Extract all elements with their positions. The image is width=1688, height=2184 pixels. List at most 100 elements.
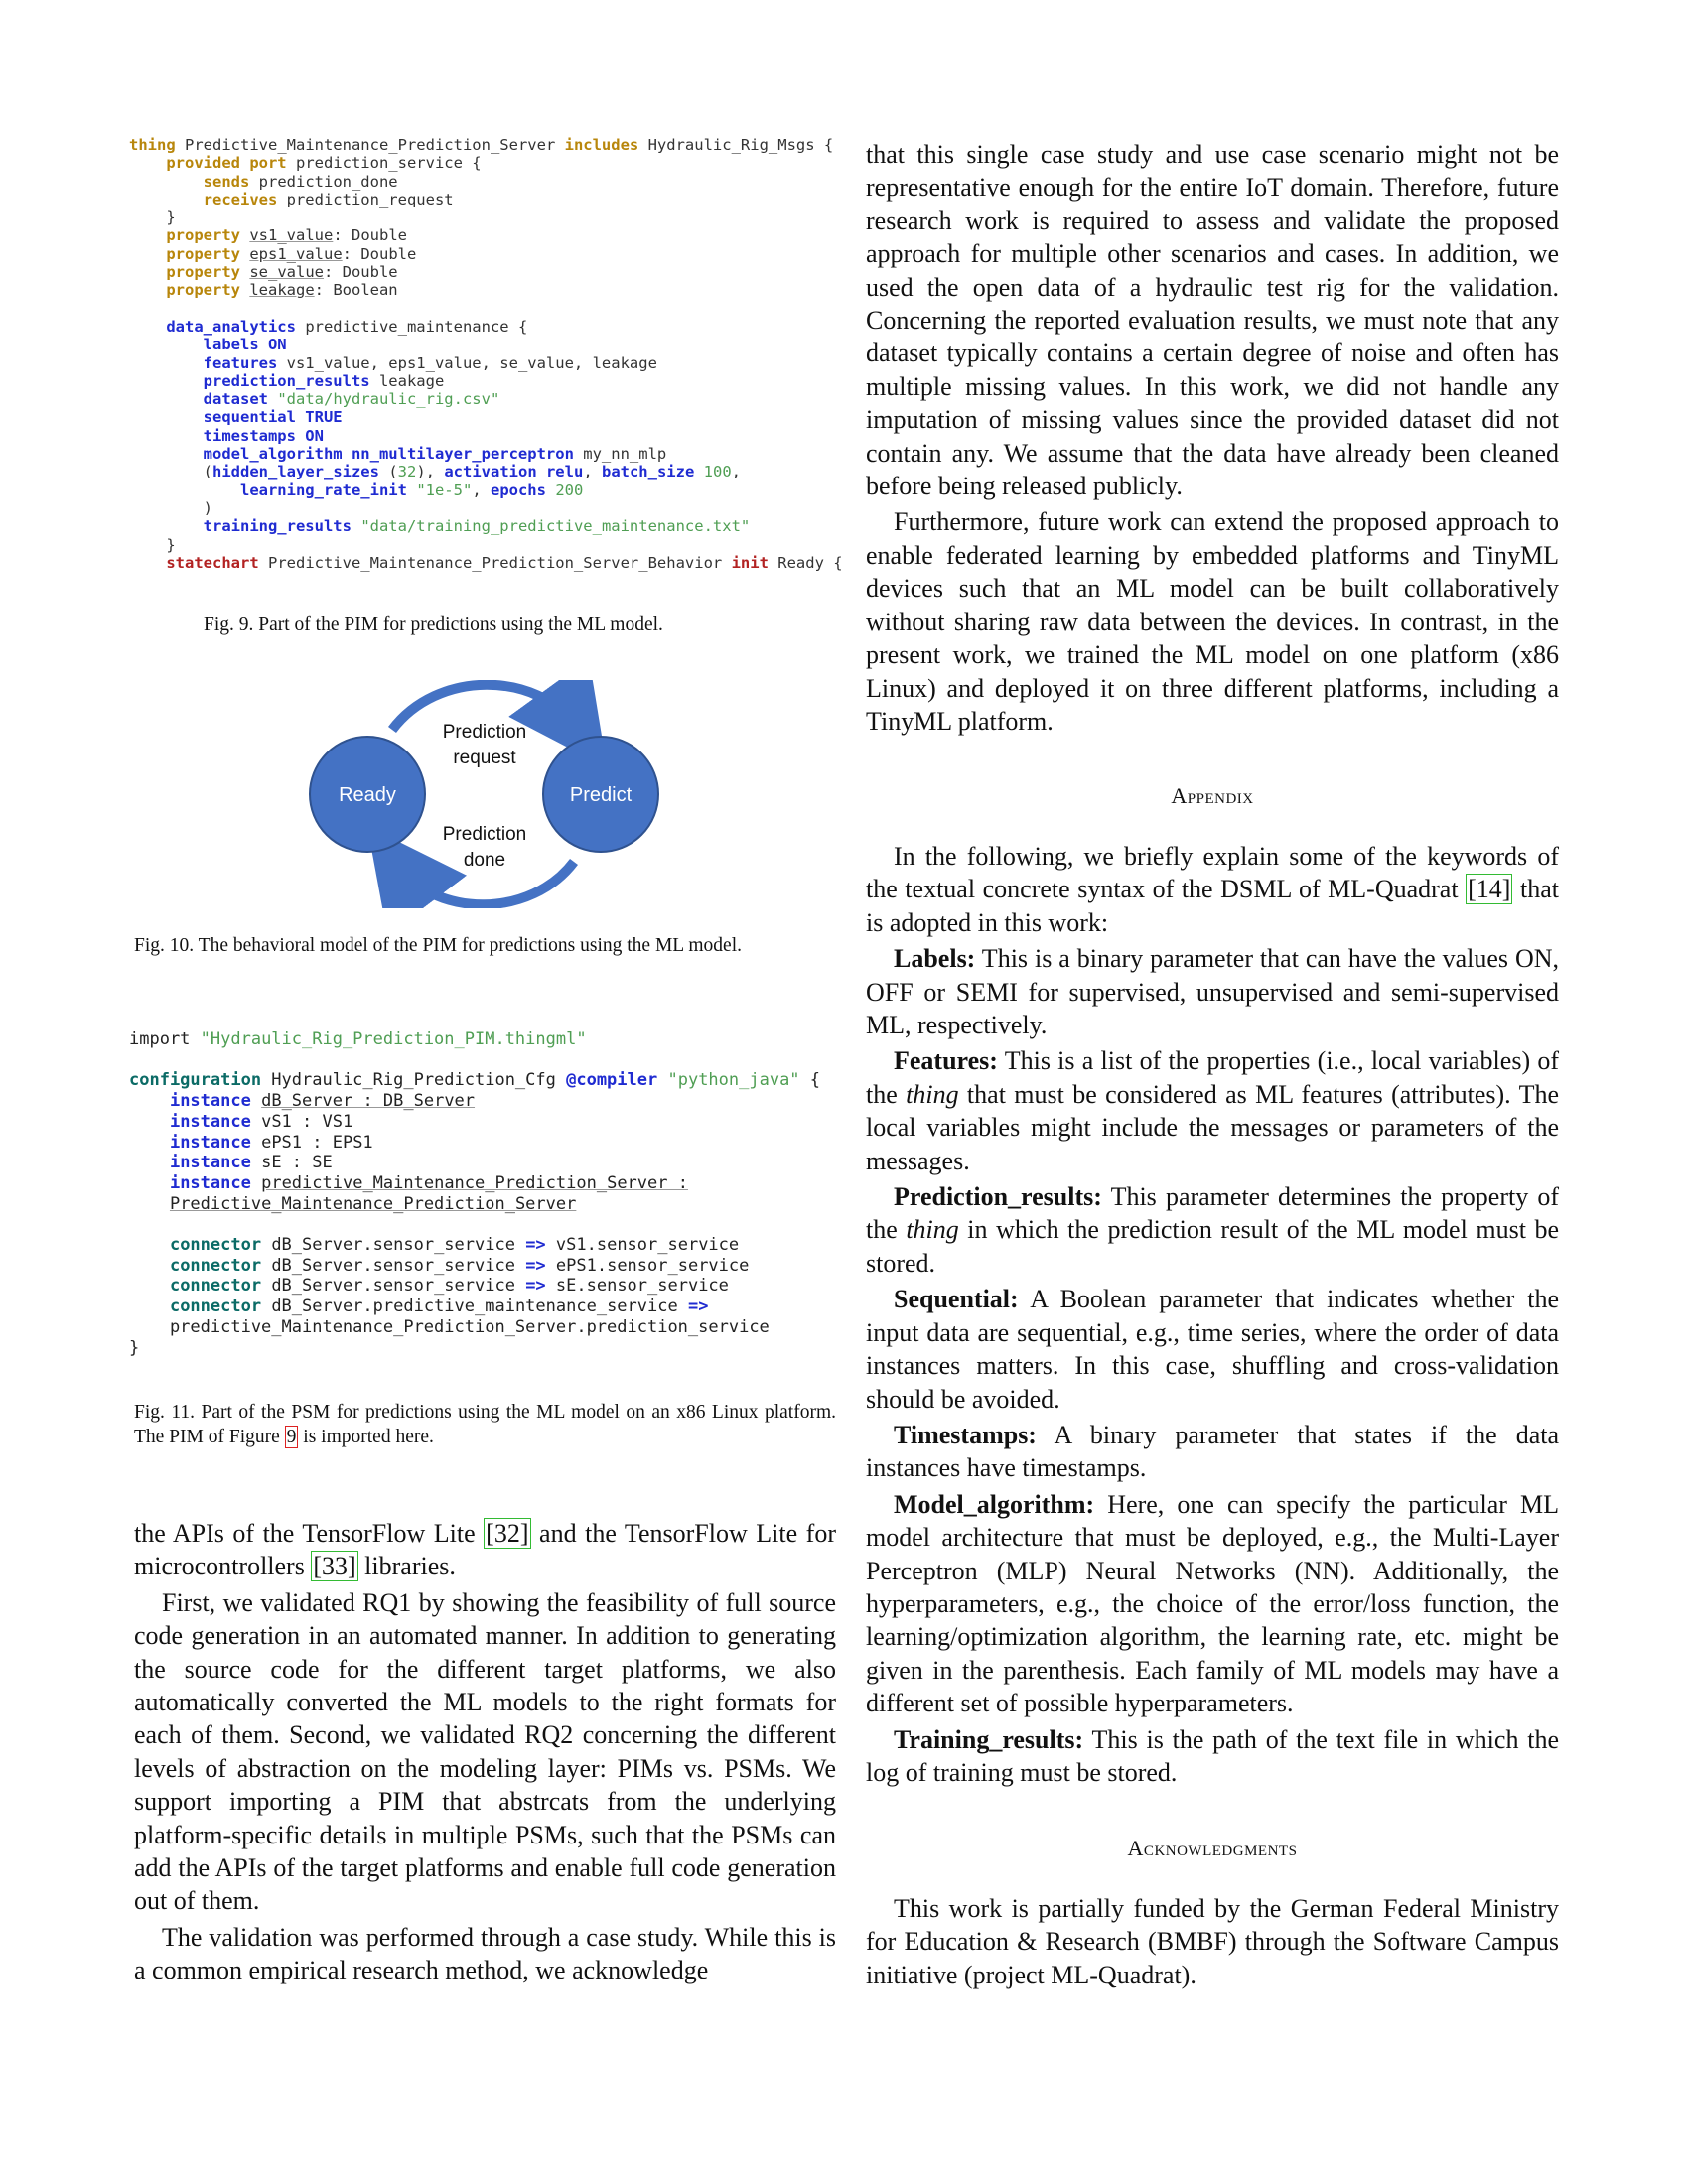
prediction-request-arrow (388, 680, 608, 768)
code-token: prediction_done (249, 172, 398, 191)
code-token: predictive_Maintenance_Prediction_Server… (261, 1172, 688, 1193)
code-token: "Hydraulic_Rig_Prediction_PIM.thingml" (200, 1029, 587, 1049)
fig11-code-line: connector dB_Server.sensor_service => vS… (129, 1235, 739, 1255)
code-token: dB_Server : DB_Server (261, 1091, 476, 1112)
definition-term: Sequential: (894, 1285, 1019, 1314)
citation-link-32[interactable]: [32] (484, 1518, 531, 1549)
fig10-state-diagram: Ready Predict Prediction request Predict… (309, 680, 659, 908)
definition-sequential: Sequential: A Boolean parameter that ind… (866, 1283, 1559, 1416)
fig11-code-line: Predictive_Maintenance_Prediction_Server (129, 1194, 576, 1214)
fig9-code-line: learning_rate_init "1e-5", epochs 200 (129, 481, 583, 499)
code-token: dB_Server.sensor_service (261, 1276, 526, 1297)
right-body-text-top: that this single case study and use case… (866, 138, 1559, 738)
code-token: ePS1.sensor_service (545, 1255, 750, 1276)
fig9-code-line: dataset "data/hydraulic_rig.csv" (129, 390, 500, 409)
code-token: features (203, 353, 278, 372)
code-token: } (129, 208, 176, 227)
fig11-caption-text-end: is imported here. (298, 1427, 434, 1447)
appendix-heading-text: Appendix (1171, 783, 1254, 808)
code-token: includes (564, 136, 639, 154)
code-token: : Double (323, 263, 398, 282)
code-token: Ready { (768, 553, 843, 572)
code-token (268, 390, 277, 408)
code-token: dB_Server.sensor_service (261, 1235, 526, 1256)
code-token: dB_Server.sensor_service (261, 1255, 526, 1276)
code-token: , (472, 480, 491, 499)
definition-term: Prediction_results: (894, 1182, 1102, 1212)
code-token: prediction_service { (286, 154, 482, 173)
code-token (129, 318, 166, 336)
text-run: the APIs of the TensorFlow Lite (134, 1519, 485, 1548)
appendix-heading: Appendix (866, 783, 1559, 809)
code-token: 100 (703, 463, 732, 481)
fig11-code-line: instance sE : SE (129, 1153, 333, 1172)
acknowledgments-heading: Acknowledgments (866, 1836, 1559, 1861)
code-token: hidden_layer_sizes (212, 463, 379, 481)
code-token (129, 1133, 170, 1153)
fig9-code-line: property eps1_value: Double (129, 245, 416, 263)
code-token: ( (129, 463, 212, 481)
code-token: : Double (342, 244, 417, 263)
code-token (129, 226, 166, 244)
code-token: instance (169, 1091, 251, 1112)
code-token: learning_rate_init (239, 480, 407, 499)
code-token: vS1 : VS1 (250, 1111, 353, 1132)
fig11-code-line: instance vS1 : VS1 (129, 1112, 352, 1132)
code-token (129, 281, 166, 299)
code-token: ) (129, 498, 212, 517)
text-run: In the following, we briefly explain som… (866, 842, 1559, 904)
code-token: sequential TRUE (203, 408, 343, 427)
fig9-code-line: statechart Predictive_Maintenance_Predic… (129, 553, 843, 572)
fig9-code-line: property vs1_value: Double (129, 226, 407, 244)
code-token: connector (169, 1235, 262, 1256)
right-paragraph-2: Furthermore, future work can extend the … (866, 507, 1559, 736)
code-token (352, 517, 360, 535)
code-token (129, 191, 204, 208)
code-token (694, 463, 703, 480)
code-token (129, 408, 204, 426)
code-token: "data/training_predictive_maintenance.tx… (360, 517, 751, 536)
code-token (129, 1194, 170, 1214)
fig11-figure-ref-link[interactable]: 9 (284, 1426, 299, 1448)
code-token: , (731, 463, 741, 481)
appendix-body: In the following, we briefly explain som… (866, 840, 1559, 1789)
fig11-code-line: predictive_Maintenance_Prediction_Server… (129, 1317, 770, 1337)
definition-prediction-results: Prediction_results: This parameter deter… (866, 1180, 1559, 1280)
code-token: dataset (203, 390, 268, 409)
code-token (546, 481, 555, 499)
fig11-caption: Fig. 11. Part of the PSM for predictions… (134, 1400, 836, 1449)
code-token (240, 226, 249, 244)
fig11-code-line: connector dB_Server.sensor_service => eP… (129, 1256, 749, 1276)
code-token: connector (169, 1255, 262, 1276)
code-token (240, 245, 249, 263)
code-token (129, 390, 204, 408)
code-token: epochs (490, 480, 546, 499)
fig9-code-listing: thing Predictive_Maintenance_Prediction_… (129, 136, 843, 572)
fig9-code-line: sends prediction_done (129, 173, 398, 191)
acknowledgments-paragraph: This work is partially funded by the Ger… (866, 1894, 1559, 1989)
citation-link-14[interactable]: [14] (1466, 874, 1513, 905)
text-run: libraries. (357, 1552, 456, 1581)
code-token (129, 445, 204, 463)
citation-link-33[interactable]: [33] (311, 1551, 358, 1582)
definition-training-results: Training_results: This is the path of th… (866, 1723, 1559, 1790)
definition-labels: Labels: This is a binary parameter that … (866, 942, 1559, 1041)
fig11-code-line: import "Hydraulic_Rig_Prediction_PIM.thi… (129, 1029, 587, 1049)
appendix-intro: In the following, we briefly explain som… (866, 840, 1559, 939)
code-token: instance (169, 1153, 251, 1173)
code-token: import (129, 1029, 201, 1049)
code-token (129, 1297, 170, 1316)
fig9-code-line: provided port prediction_service { (129, 154, 482, 173)
code-token: timestamps ON (203, 426, 324, 445)
code-token: property (166, 226, 240, 245)
fig11-code-line: connector dB_Server.sensor_service => sE… (129, 1276, 729, 1296)
code-token: { (799, 1070, 821, 1091)
fig9-code-line: features vs1_value, eps1_value, se_value… (129, 354, 657, 372)
code-token: sE : SE (250, 1153, 333, 1173)
code-token (129, 1091, 170, 1111)
fig9-caption: Fig. 9. Part of the PIM for predictions … (204, 614, 663, 635)
code-token: predictive_maintenance { (295, 317, 528, 336)
code-token: @compiler (566, 1070, 658, 1091)
fig11-code-line: } (129, 1338, 139, 1358)
code-token: model_algorithm nn_multilayer_perceptron (203, 445, 574, 464)
